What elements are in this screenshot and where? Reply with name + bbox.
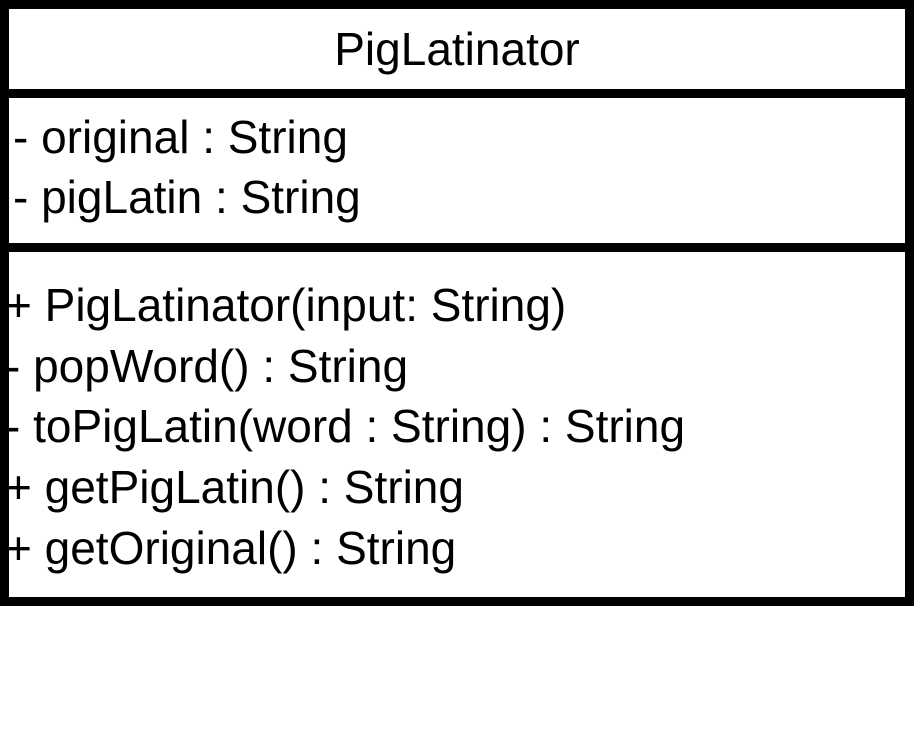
uml-class-box: PigLatinator - original : String - pigLa… [0, 0, 914, 606]
attribute-original: - original : String [13, 111, 348, 163]
method-getpiglatin: + getPigLatin() : String [5, 461, 464, 513]
attribute-piglatin: - pigLatin : String [13, 171, 361, 223]
method-topiglatin: - toPigLatin(word : String) : String [5, 400, 686, 452]
method-getoriginal: + getOriginal() : String [5, 522, 457, 574]
class-name-compartment: PigLatinator [9, 9, 905, 98]
methods-compartment: + PigLatinator(input: String) - popWord(… [5, 252, 905, 597]
method-constructor: + PigLatinator(input: String) [5, 279, 567, 331]
method-popword: - popWord() : String [5, 340, 409, 392]
attributes-compartment: - original : String - pigLatin : String [9, 98, 905, 252]
class-name: PigLatinator [334, 23, 580, 75]
